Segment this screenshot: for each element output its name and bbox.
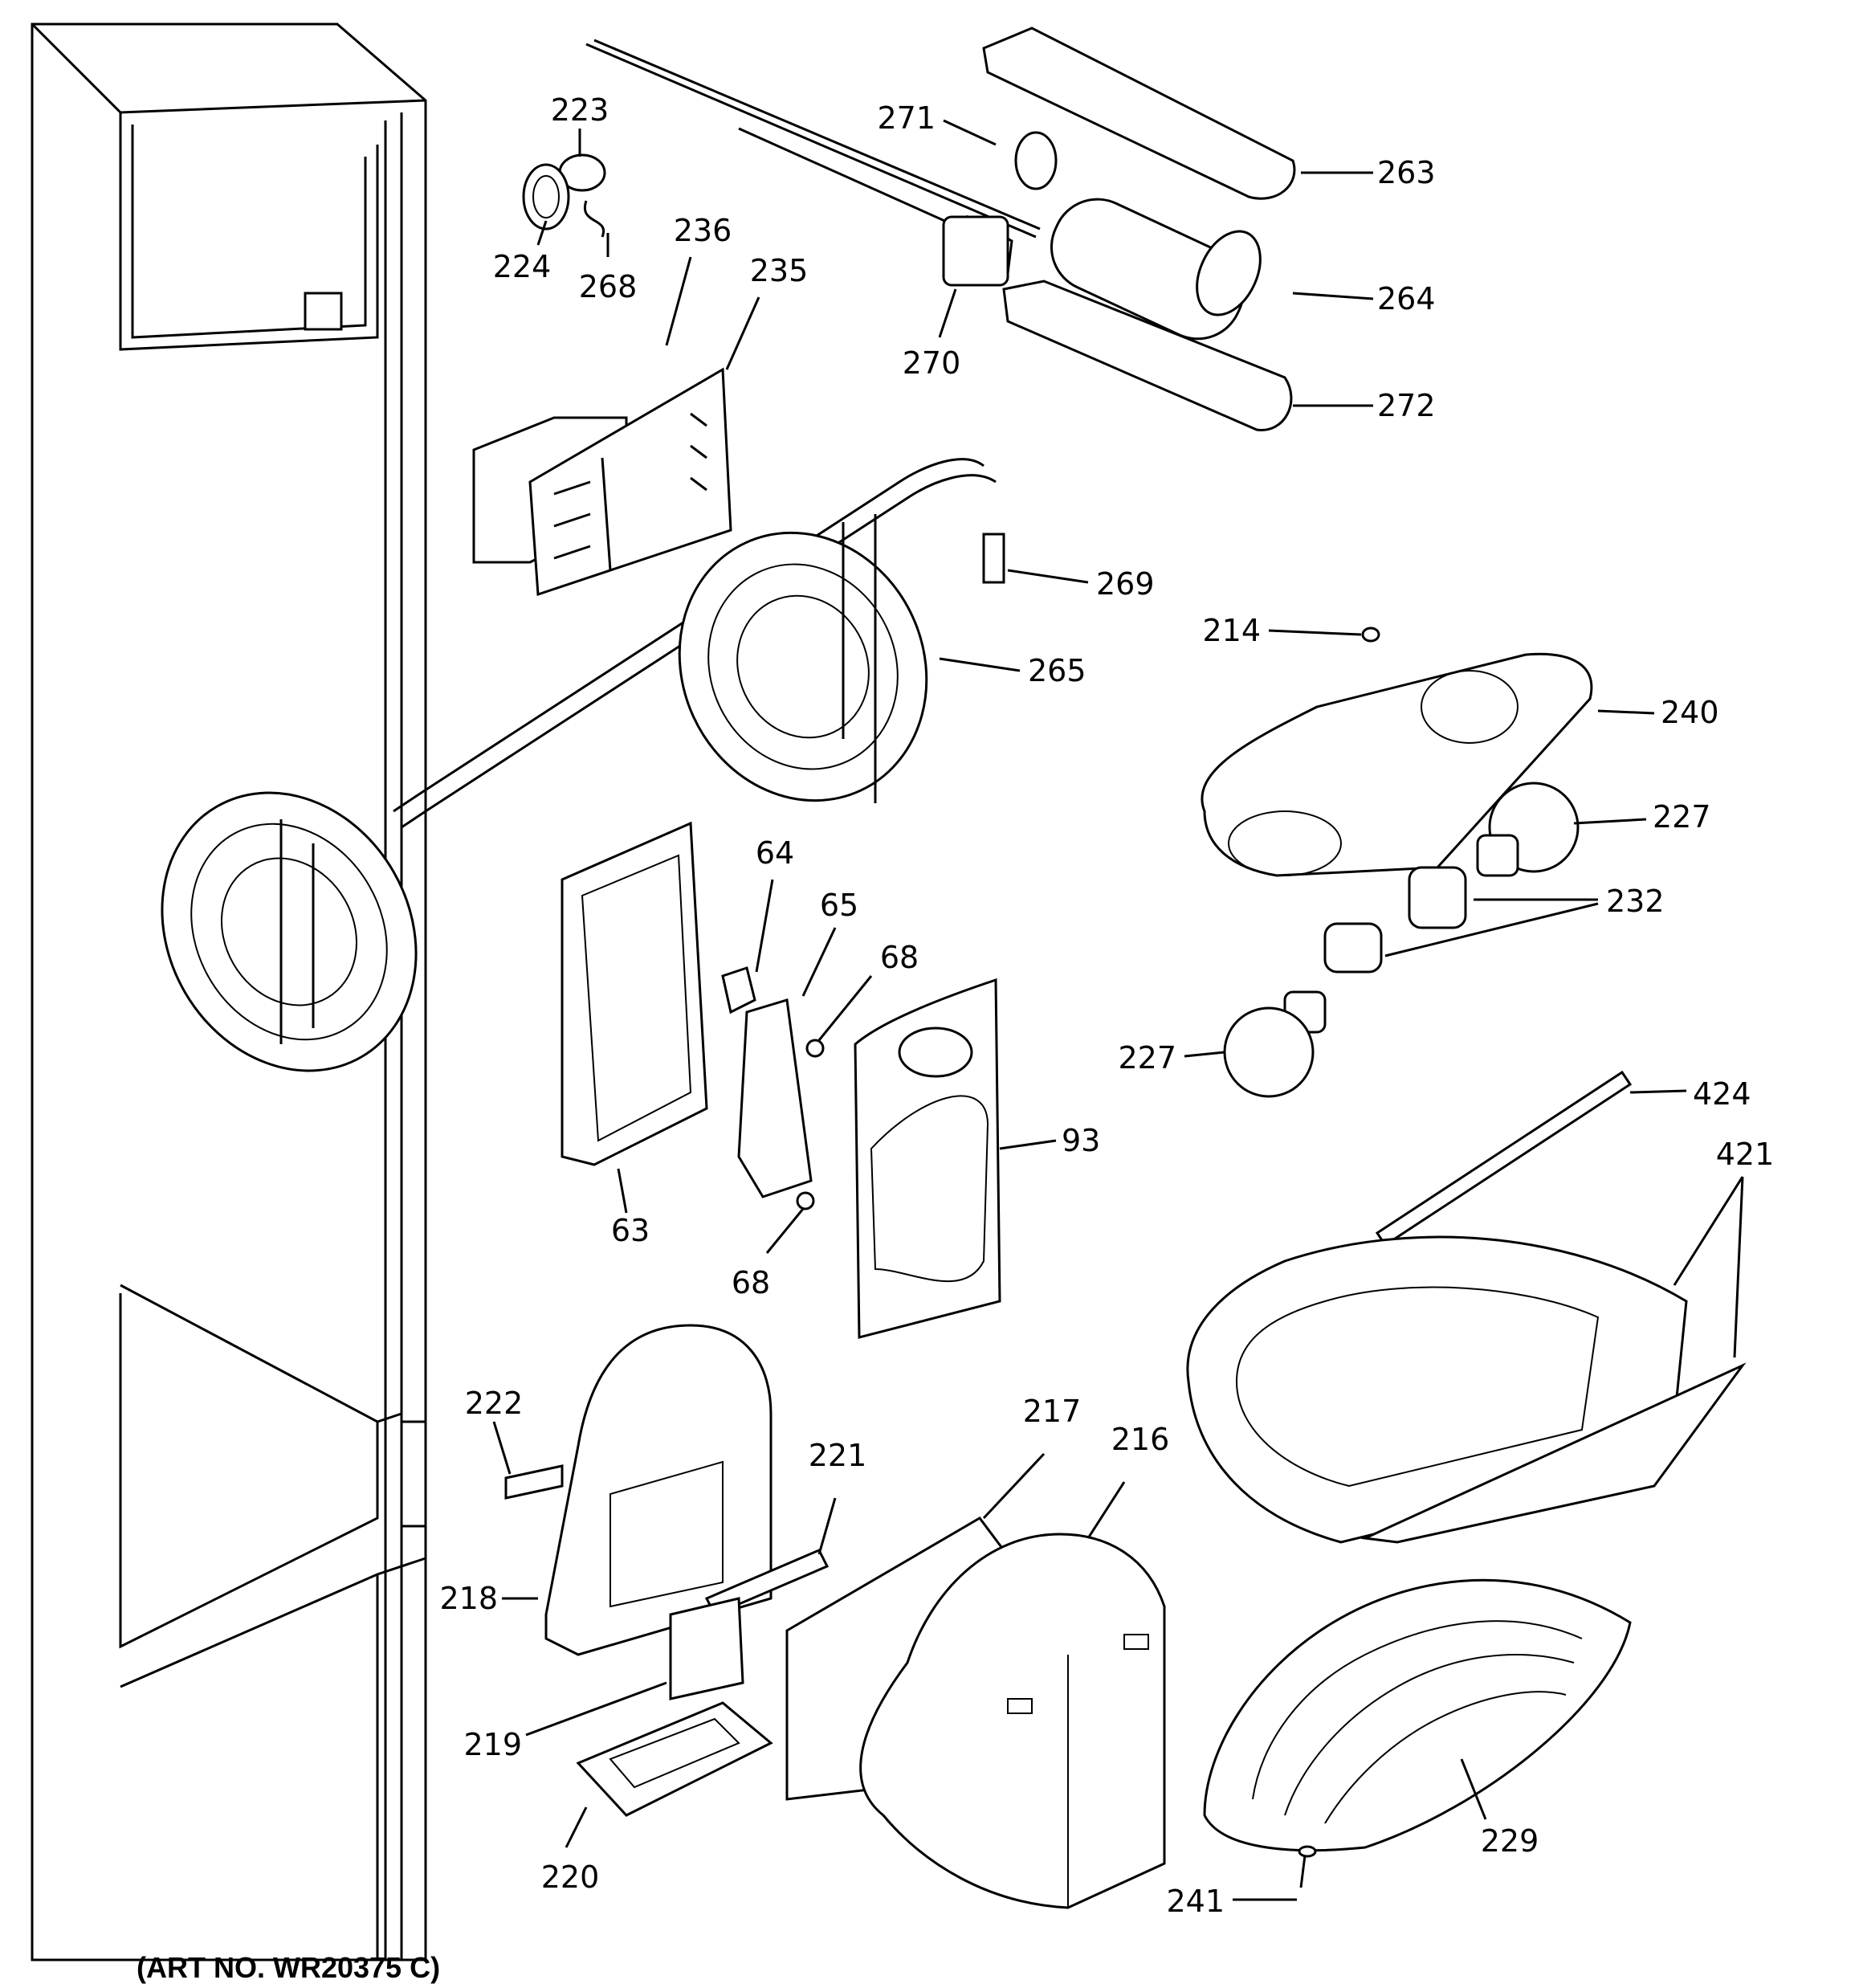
label-68-upper: 68 (880, 940, 919, 975)
label-240: 240 (1661, 695, 1719, 730)
label-232: 232 (1606, 884, 1665, 919)
label-217: 217 (1023, 1394, 1082, 1429)
label-219: 219 (463, 1727, 522, 1762)
label-224: 224 (493, 249, 552, 284)
water-filter-assembly (942, 27, 1296, 431)
label-272: 272 (1377, 388, 1436, 423)
dispenser-chute-parts (504, 1324, 830, 1817)
label-424: 424 (1693, 1076, 1751, 1112)
label-241: 241 (1166, 1884, 1225, 1919)
label-268: 268 (579, 269, 638, 304)
lower-grille (1203, 1578, 1632, 1888)
label-93: 93 (1062, 1123, 1100, 1158)
light-assembly (1201, 627, 1593, 1098)
label-221: 221 (809, 1438, 867, 1473)
label-271: 271 (877, 100, 936, 136)
label-68-lower: 68 (732, 1265, 770, 1300)
label-218: 218 (439, 1581, 498, 1616)
label-229: 229 (1481, 1823, 1539, 1859)
label-214: 214 (1202, 613, 1261, 648)
label-227-lower: 227 (1118, 1040, 1176, 1076)
label-222: 222 (465, 1386, 524, 1421)
label-223: 223 (551, 92, 609, 128)
label-216: 216 (1111, 1422, 1170, 1457)
label-263: 263 (1377, 155, 1436, 190)
label-269: 269 (1096, 566, 1155, 602)
label-265: 265 (1028, 653, 1086, 688)
label-64: 64 (756, 835, 794, 871)
art-number: (ART NO. WR20375 C) (137, 1951, 440, 1984)
label-235: 235 (750, 253, 809, 288)
light-shield (1186, 1070, 1747, 1544)
dispenser-housing (785, 1517, 1166, 1909)
leader-lines (492, 119, 1744, 1901)
dispenser-grille (472, 367, 732, 597)
label-65: 65 (820, 888, 858, 923)
callout-labels: 223 224 268 236 235 271 263 264 270 272 … (439, 92, 1774, 1919)
label-236: 236 (674, 213, 732, 248)
small-parts-top (522, 153, 606, 238)
label-264: 264 (1377, 281, 1436, 316)
label-220: 220 (541, 1859, 600, 1895)
label-270: 270 (903, 345, 961, 381)
label-63: 63 (611, 1213, 650, 1248)
dispenser-frame-parts (561, 821, 1001, 1339)
label-421: 421 (1716, 1137, 1775, 1172)
label-227-upper: 227 (1653, 799, 1711, 835)
